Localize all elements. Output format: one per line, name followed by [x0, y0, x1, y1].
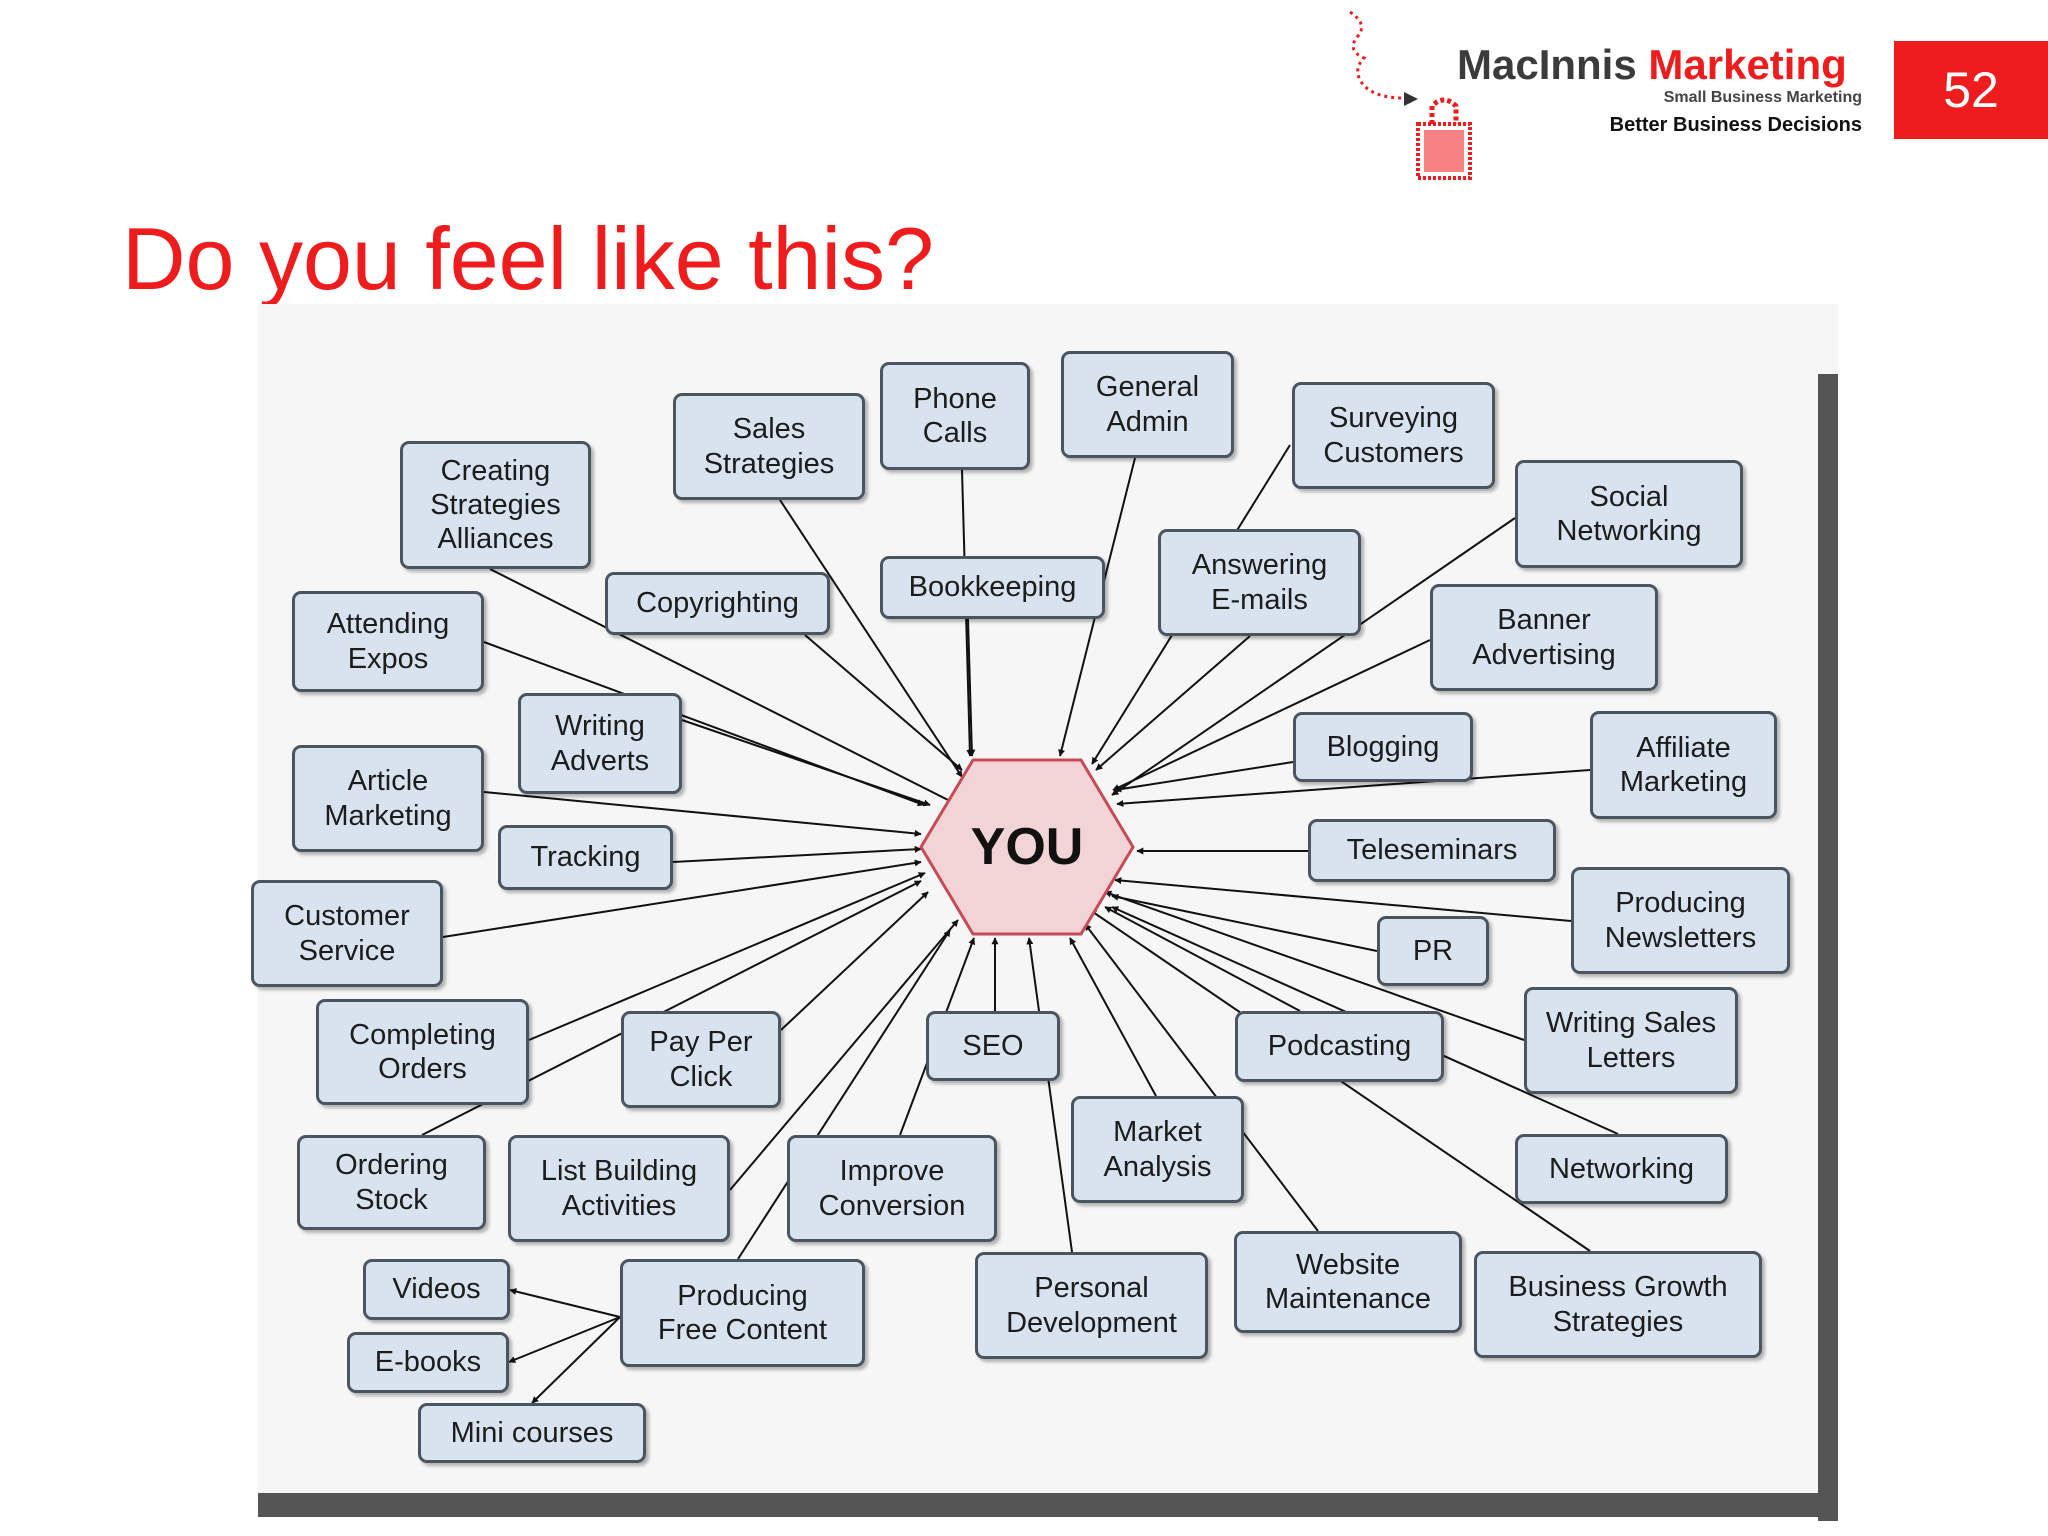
- edge-bookkeeping-to-hub: [967, 618, 976, 757]
- node-tracking: Tracking: [498, 825, 673, 890]
- node-e-books: E-books: [347, 1332, 509, 1393]
- node-podcasting: Podcasting: [1235, 1011, 1444, 1082]
- hub-label: YOU: [970, 818, 1084, 876]
- node-market-analysis: Market Analysis: [1071, 1096, 1244, 1203]
- node-writing-sales-letters: Writing Sales Letters: [1524, 987, 1738, 1094]
- node-producing-free-content: Producing Free Content: [620, 1259, 865, 1367]
- edge-banner-advertising-to-hub: [1112, 639, 1431, 791]
- node-writing-adverts: Writing Adverts: [518, 693, 682, 794]
- node-pr: PR: [1377, 916, 1489, 986]
- node-copyrighting: Copyrighting: [605, 572, 830, 635]
- edge-producing-free-content-to-hub: [737, 929, 951, 1260]
- node-creating-strategies-alliances: Creating Strategies Alliances: [400, 441, 591, 569]
- node-blogging: Blogging: [1293, 712, 1473, 782]
- edge-pr-to-hub: [1111, 893, 1378, 952]
- panel-shadow-bottom: [258, 1493, 1838, 1517]
- edge-producing-newsletters-to-hub: [1114, 877, 1572, 922]
- node-pay-per-click: Pay Per Click: [621, 1011, 781, 1108]
- edge-website-maintenance-to-hub: [1084, 923, 1319, 1232]
- node-personal-development: Personal Development: [975, 1252, 1208, 1359]
- panel-shadow-right: [1818, 374, 1838, 1521]
- node-article-marketing: Article Marketing: [292, 745, 484, 852]
- slide-number: 52: [1894, 41, 2048, 139]
- node-completing-orders: Completing Orders: [316, 999, 529, 1105]
- node-list-building-activities: List Building Activities: [508, 1135, 730, 1242]
- node-customer-service: Customer Service: [251, 880, 443, 987]
- edge-answering-emails-to-hub: [1095, 635, 1251, 771]
- edge-producing-free-content-to-videos: [509, 1288, 621, 1318]
- logo-subtitle: Small Business Marketing: [1663, 89, 1862, 106]
- edge-market-analysis-to-hub: [1069, 937, 1157, 1097]
- node-business-growth-strategies: Business Growth Strategies: [1474, 1251, 1762, 1358]
- edge-completing-orders-to-hub: [528, 872, 926, 1041]
- logo-tagline: Better Business Decisions: [1609, 114, 1862, 136]
- edge-list-building-activities-to-hub: [729, 919, 959, 1191]
- edge-copyrighting-to-hub: [804, 634, 963, 771]
- hub-hexagon: [919, 758, 1135, 936]
- company-logo: MacInnis Marketing Small Business Market…: [1320, 6, 1880, 191]
- node-affiliate-marketing: Affiliate Marketing: [1590, 711, 1777, 819]
- node-producing-newsletters: Producing Newsletters: [1571, 867, 1790, 974]
- edge-tracking-to-hub: [672, 845, 922, 863]
- node-attending-expos: Attending Expos: [292, 591, 484, 692]
- edge-personal-development-to-hub: [1026, 937, 1073, 1253]
- edge-pay-per-click-to-hub: [780, 891, 929, 1031]
- dotted-shopping-bag-icon: [1349, 10, 1472, 180]
- node-teleseminars: Teleseminars: [1308, 819, 1556, 882]
- slide-title: Do you feel like this?: [122, 209, 934, 308]
- edge-sales-strategies-to-hub: [779, 499, 963, 778]
- node-seo: SEO: [926, 1011, 1060, 1081]
- node-bookkeeping: Bookkeeping: [880, 556, 1105, 619]
- edge-social-networking-to-hub: [1111, 517, 1516, 796]
- node-website-maintenance: Website Maintenance: [1234, 1231, 1462, 1333]
- edge-podcasting-to-hub: [1104, 906, 1301, 1012]
- edge-creating-strategies-alliances-to-hub: [489, 568, 959, 806]
- node-mini-courses: Mini courses: [418, 1403, 646, 1463]
- node-improve-conversion: Improve Conversion: [787, 1135, 997, 1242]
- node-answering-emails: Answering E-mails: [1158, 529, 1361, 636]
- logo-name: MacInnis Marketing: [1457, 41, 1847, 89]
- logo-name-part1: MacInnis: [1457, 41, 1637, 88]
- node-sales-strategies: Sales Strategies: [673, 393, 865, 500]
- edge-affiliate-marketing-to-hub: [1116, 769, 1591, 808]
- node-surveying-customers: Surveying Customers: [1292, 382, 1495, 489]
- hub-you: YOU: [917, 756, 1137, 938]
- node-networking: Networking: [1515, 1134, 1728, 1204]
- edge-customer-service-to-hub: [442, 859, 922, 938]
- node-videos: Videos: [363, 1259, 510, 1320]
- edge-writing-sales-letters-to-hub: [1104, 890, 1525, 1041]
- logo-name-part2: Marketing: [1648, 41, 1847, 88]
- node-general-admin: General Admin: [1061, 351, 1234, 458]
- edge-producing-free-content-to-e-books: [508, 1316, 621, 1363]
- edge-producing-free-content-to-mini-courses: [531, 1316, 621, 1404]
- node-phone-calls: Phone Calls: [880, 362, 1030, 470]
- edge-blogging-to-hub: [1114, 761, 1294, 793]
- node-social-networking: Social Networking: [1515, 460, 1743, 568]
- node-banner-advertising: Banner Advertising: [1430, 584, 1658, 691]
- edge-article-marketing-to-hub: [483, 791, 922, 837]
- node-ordering-stock: Ordering Stock: [297, 1135, 486, 1230]
- edge-writing-adverts-to-hub: [681, 719, 931, 807]
